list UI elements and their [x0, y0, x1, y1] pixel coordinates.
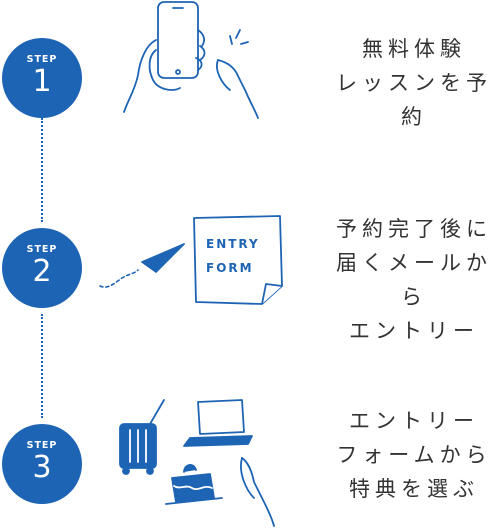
step-2-text-line-1: 予約完了後に: [336, 217, 492, 241]
step-3-description: エントリー フォームから 特典を選ぶ: [324, 404, 504, 506]
step-2-label: STEP: [26, 244, 58, 255]
step-2-text-line-2: 届くメールから: [336, 251, 492, 309]
step-connector-1-2: [41, 118, 43, 222]
step-connector-2-3: [41, 314, 43, 418]
step-3-label: STEP: [26, 440, 58, 451]
step-3-number: 3: [32, 450, 52, 485]
step-2-text-line-3: エントリー: [349, 319, 479, 343]
travel-laptop-cake-illustration: [119, 399, 275, 527]
step-3-badge: STEP 3: [2, 424, 82, 504]
entry-form-line-1: ENTRY: [206, 237, 260, 251]
step-1-number: 1: [32, 64, 52, 99]
smartphone-hands-illustration: [123, 1, 259, 119]
step-3-text-line-3: 特典を選ぶ: [349, 477, 479, 501]
step-1-label: STEP: [26, 54, 58, 65]
step-1-description: 無料体験 レッスンを予約: [324, 32, 504, 134]
step-1-badge: STEP 1: [2, 38, 82, 118]
step-1-text-line-2: レッスンを予約: [336, 71, 492, 129]
paper-plane-illustration: [99, 243, 185, 288]
entry-form-line-2: FORM: [206, 261, 254, 275]
step-3-text-line-2: フォームから: [336, 443, 492, 467]
step-1-text-line-1: 無料体験: [362, 37, 466, 61]
entry-form-illustration: ENTRY FORM: [193, 215, 283, 305]
step-2-badge: STEP 2: [2, 228, 82, 308]
step-2-description: 予約完了後に 届くメールから エントリー: [324, 212, 504, 348]
step-2-number: 2: [32, 254, 52, 289]
step-3-text-line-1: エントリー: [349, 409, 479, 433]
laptop-icon: [197, 399, 245, 435]
